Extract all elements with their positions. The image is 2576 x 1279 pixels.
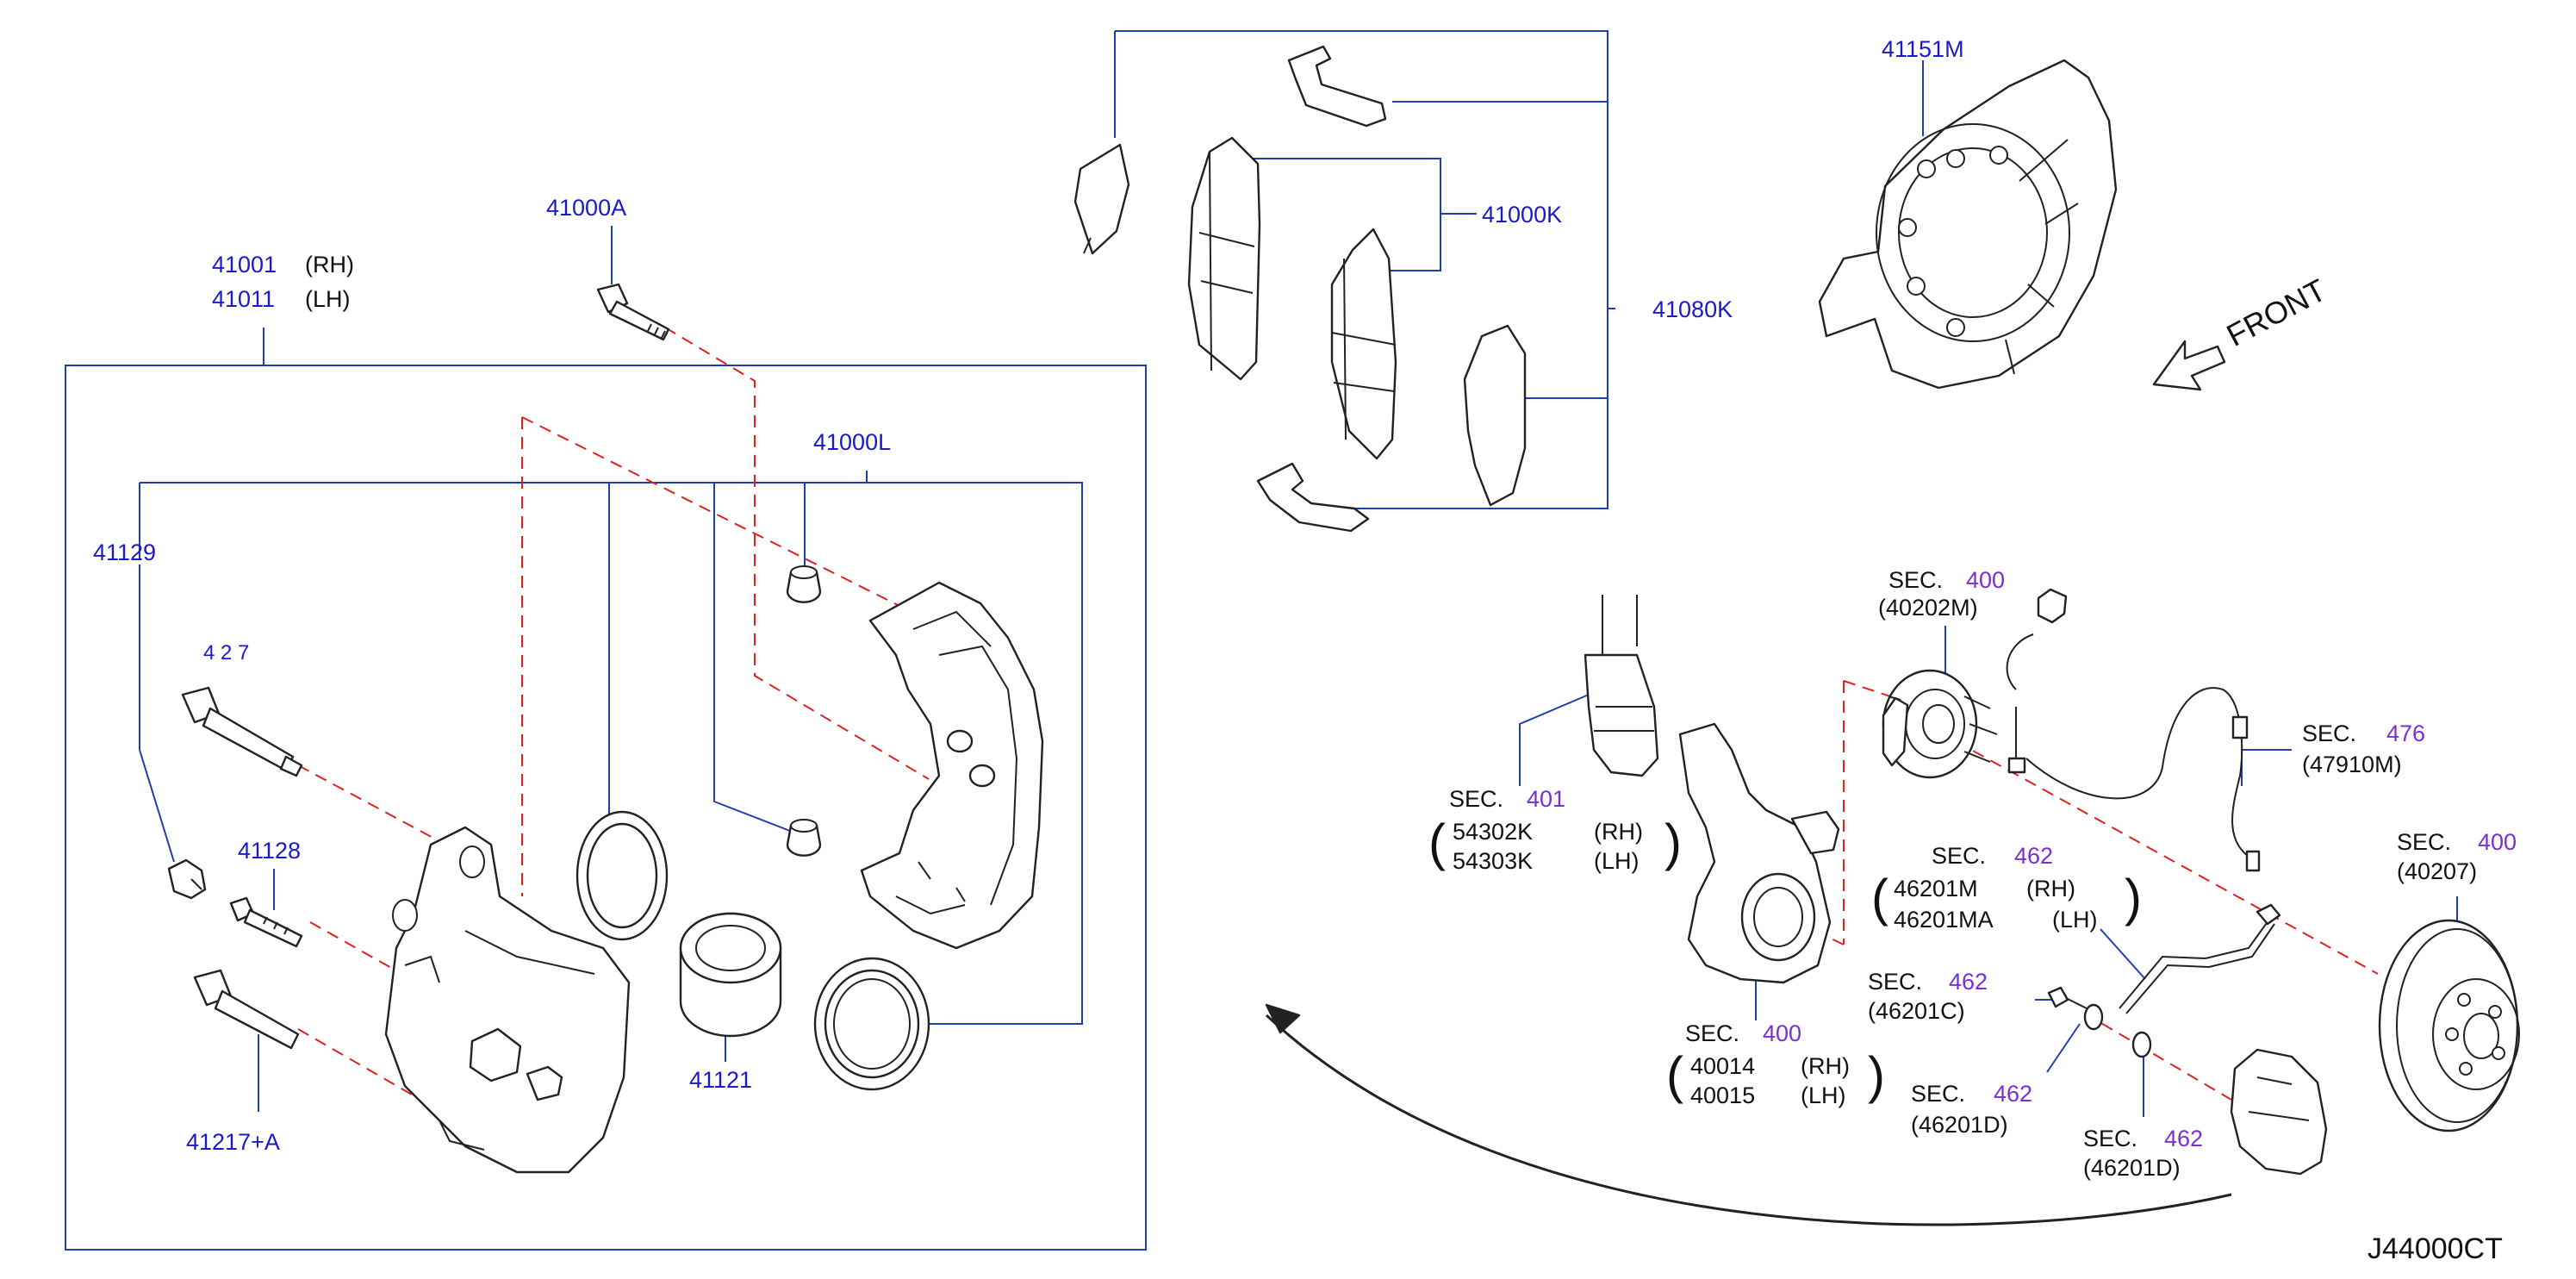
sec-400-bottom[interactable]: 400 — [1763, 1020, 1802, 1046]
sec-400-right[interactable]: 400 — [2478, 829, 2517, 855]
disc-rotor — [2378, 919, 2520, 1132]
sec-word-476: SEC. — [2302, 721, 2357, 746]
sec-word-462-b: SEC. — [1868, 969, 1923, 995]
bolt-41000a — [596, 283, 670, 341]
anti-squeal-shim-right — [1463, 324, 1527, 507]
sec-462-b-part: (46201C) — [1868, 998, 1965, 1024]
sec-476[interactable]: 476 — [2386, 721, 2426, 746]
diagram-id: J44000CT — [2368, 1232, 2503, 1265]
pad-clip-lower — [1256, 462, 1370, 533]
brace-400-left: ( — [1666, 1046, 1683, 1104]
sec-word-400-bottom: SEC. — [1685, 1020, 1740, 1046]
brace-401-left: ( — [1428, 814, 1446, 871]
bleeder-screw-41128 — [229, 896, 303, 948]
part-41000k[interactable]: 41000K — [1482, 202, 1563, 228]
brake-hose — [2119, 903, 2281, 1014]
sec-400-bottom-rh-part: 40014 — [1690, 1053, 1756, 1079]
sec-462-a-lh-part: 46201MA — [1894, 907, 1994, 933]
piston-boot — [813, 957, 930, 1091]
hose-bolt-46201c — [2047, 986, 2091, 1011]
brace-462-right: ) — [2125, 869, 2142, 926]
sec-462-a-rh-side: (RH) — [2026, 876, 2075, 902]
sec-462-a-lh-side: (LH) — [2052, 907, 2098, 933]
steering-knuckle — [1678, 722, 1840, 984]
part-41011[interactable]: 41011 — [212, 286, 276, 312]
sec-462-a-rh-part: 46201M — [1894, 876, 1978, 902]
sec-word-462-d: SEC. — [2083, 1126, 2138, 1151]
curved-assembly-arrow — [1265, 1003, 2232, 1226]
dust-shield-41151m — [1818, 59, 2118, 390]
guide-pin-upper — [181, 686, 303, 777]
part-41000l[interactable]: 41000L — [813, 429, 892, 455]
pad-clip-upper — [1287, 45, 1387, 128]
sec-400-bottom-lh-side: (LH) — [1801, 1082, 1846, 1108]
front-arrow — [2152, 340, 2226, 391]
brace-400-right: ) — [1868, 1046, 1885, 1104]
sec-401-rh-side: (RH) — [1594, 819, 1643, 845]
brace-462-left: ( — [1871, 869, 1888, 926]
sec-462-c-part: (46201D) — [1911, 1112, 2008, 1138]
caliper-small — [2230, 1048, 2328, 1176]
sec-462-a[interactable]: 462 — [2014, 843, 2054, 869]
copper-washer-1 — [2083, 1003, 2104, 1031]
part-41001-side: (RH) — [305, 252, 354, 278]
bleeder-cap-41129 — [167, 858, 207, 900]
part-41011-side: (LH) — [305, 286, 351, 312]
sec-400-top[interactable]: 400 — [1966, 567, 2006, 593]
part-41217-partial[interactable]: 4 2 7 — [203, 641, 250, 664]
part-41001[interactable]: 41001 — [212, 252, 277, 278]
pin-boot-lower — [786, 819, 822, 857]
abs-sensor — [2006, 588, 2261, 872]
sec-400-right-part: (40207) — [2397, 858, 2478, 884]
brake-pad-outer — [1187, 136, 1261, 381]
brake-pad-inner — [1330, 228, 1397, 460]
part-41129[interactable]: 41129 — [93, 540, 157, 565]
sec-401-rh-part: 54302K — [1453, 819, 1534, 845]
sec-word-462-c: SEC. — [1911, 1081, 1966, 1107]
sec-word-400-top: SEC. — [1888, 567, 1944, 593]
caliper-bracket — [860, 581, 1044, 950]
part-41128[interactable]: 41128 — [238, 838, 302, 864]
sec-462-d[interactable]: 462 — [2164, 1126, 2204, 1151]
sec-476-part: (47910M) — [2302, 752, 2402, 777]
hub-bearing — [1882, 669, 1998, 779]
strut-lower — [1584, 595, 1659, 777]
sec-462-c[interactable]: 462 — [1994, 1081, 2033, 1107]
anti-squeal-shim-left — [1073, 143, 1130, 255]
sec-401-lh-side: (LH) — [1594, 848, 1640, 874]
sec-word-401: SEC. — [1449, 786, 1504, 812]
sec-401[interactable]: 401 — [1527, 786, 1566, 812]
copper-washer-2 — [2131, 1031, 2152, 1058]
caliper-body — [384, 826, 631, 1174]
part-41121[interactable]: 41121 — [689, 1067, 753, 1093]
sec-462-d-part: (46201D) — [2083, 1155, 2181, 1181]
guide-pin-lower — [193, 969, 300, 1050]
sec-462-b[interactable]: 462 — [1949, 969, 1988, 995]
part-41151m[interactable]: 41151M — [1882, 36, 1964, 62]
piston-seal — [576, 810, 669, 941]
sec-word-462-a: SEC. — [1932, 843, 1987, 869]
assembly-dashed-lines — [297, 327, 2379, 1121]
sec-401-lh-part: 54303K — [1453, 848, 1534, 874]
part-41217a[interactable]: 41217+A — [186, 1129, 280, 1155]
sec-400-bottom-rh-side: (RH) — [1801, 1053, 1850, 1079]
sec-400-top-part: (40202M) — [1878, 595, 1978, 621]
brace-401-right: ) — [1664, 814, 1682, 871]
pin-boot-upper — [786, 565, 822, 603]
piston-41121 — [679, 912, 782, 1038]
sec-400-bottom-lh-part: 40015 — [1690, 1082, 1756, 1108]
part-41080k[interactable]: 41080K — [1652, 296, 1733, 322]
sec-word-400-right: SEC. — [2397, 829, 2452, 855]
part-41000a[interactable]: 41000A — [546, 195, 627, 221]
